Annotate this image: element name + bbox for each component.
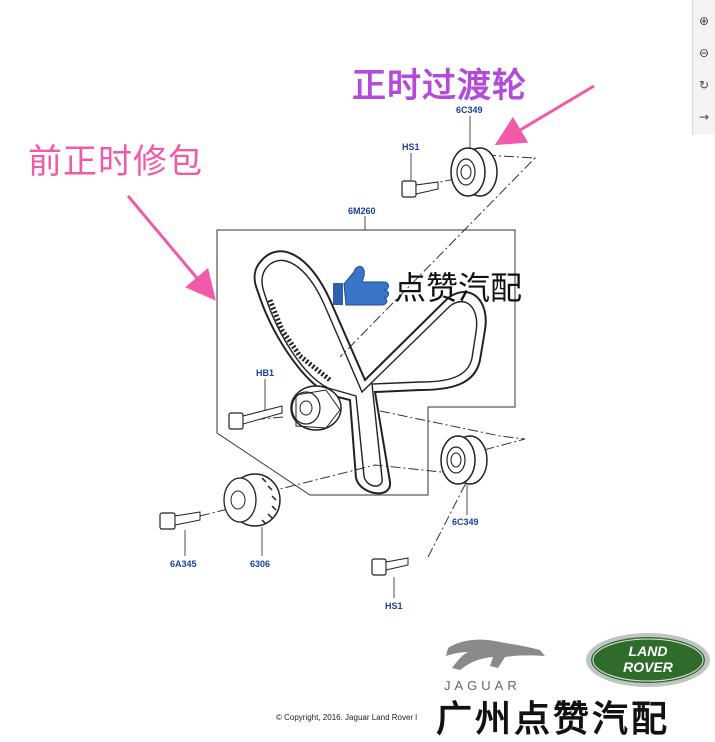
- bolt-6a345: [159, 511, 201, 530]
- bolt-hs1-top: [401, 180, 439, 198]
- zoom-out-icon[interactable]: ⊖: [698, 46, 710, 60]
- label-6306: 6306: [250, 559, 270, 569]
- viewer-toolbar: ⊕ ⊖ ↻ →: [692, 0, 715, 135]
- bolt-hb1: [228, 405, 283, 430]
- next-arrow-icon[interactable]: →: [698, 110, 710, 124]
- watermark-text: 点赞汽配: [394, 269, 523, 307]
- jaguar-wordmark: JAGUAR: [444, 678, 521, 693]
- bolt-hs1-bottom: [371, 557, 409, 576]
- label-6c349-top: 6C349: [456, 105, 483, 115]
- overlay-title-idler-pulley: 正时过渡轮: [352, 66, 527, 106]
- label-hs1-bottom: HS1: [385, 601, 403, 611]
- zoom-in-icon[interactable]: ⊕: [698, 14, 710, 28]
- svg-text:ROVER: ROVER: [623, 659, 674, 675]
- thumbs-up-icon: [333, 266, 389, 306]
- assembly-frame: [216, 229, 516, 496]
- idler-pulley-bottom: [440, 435, 488, 485]
- idler-pulley-top: [450, 147, 498, 197]
- pink-arrow-top: [494, 84, 595, 146]
- callout-leaders: [184, 116, 471, 598]
- jaguar-leaper-icon: [446, 639, 545, 670]
- pink-arrow-left: [126, 195, 216, 301]
- label-6a345: 6A345: [170, 559, 197, 569]
- label-6c349-bottom: 6C349: [452, 517, 479, 527]
- belt-tensioner: [290, 385, 342, 431]
- svg-text:LAND: LAND: [629, 643, 668, 659]
- rotate-icon[interactable]: ↻: [698, 78, 710, 92]
- crank-sprocket: [223, 473, 281, 527]
- copyright-notice: © Copyright, 2016. Jaguar Land Rover l: [276, 713, 418, 722]
- label-6m260: 6M260: [348, 206, 376, 216]
- overlay-title-front-timing-kit: 前正时修包: [28, 142, 203, 182]
- label-hb1: HB1: [256, 368, 274, 378]
- timing-belt-6m260: [253, 250, 487, 495]
- shop-name-banner: 广州点赞汽配: [436, 698, 671, 740]
- label-hs1-top: HS1: [402, 142, 420, 152]
- land-rover-logo-icon: LAND ROVER: [586, 633, 710, 687]
